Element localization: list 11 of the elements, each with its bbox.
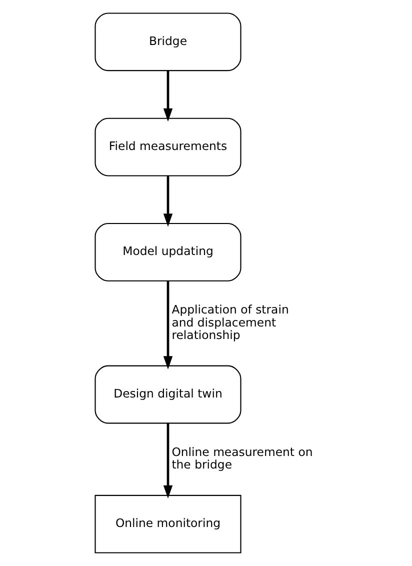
edge-label: Application of strain and displacement relationship	[171, 302, 288, 342]
node-box: Bridge	[94, 12, 241, 72]
node-box: Design digital twin	[94, 365, 241, 424]
arrow	[162, 280, 172, 370]
arrow	[162, 176, 172, 227]
node-box: Online monitoring	[94, 494, 241, 554]
edge-label: Online measurement on the bridge	[171, 444, 312, 472]
arrow	[162, 423, 172, 499]
node-box: Field measurements	[94, 118, 241, 176]
arrow	[162, 70, 172, 122]
node-box: Model updating	[94, 223, 241, 282]
